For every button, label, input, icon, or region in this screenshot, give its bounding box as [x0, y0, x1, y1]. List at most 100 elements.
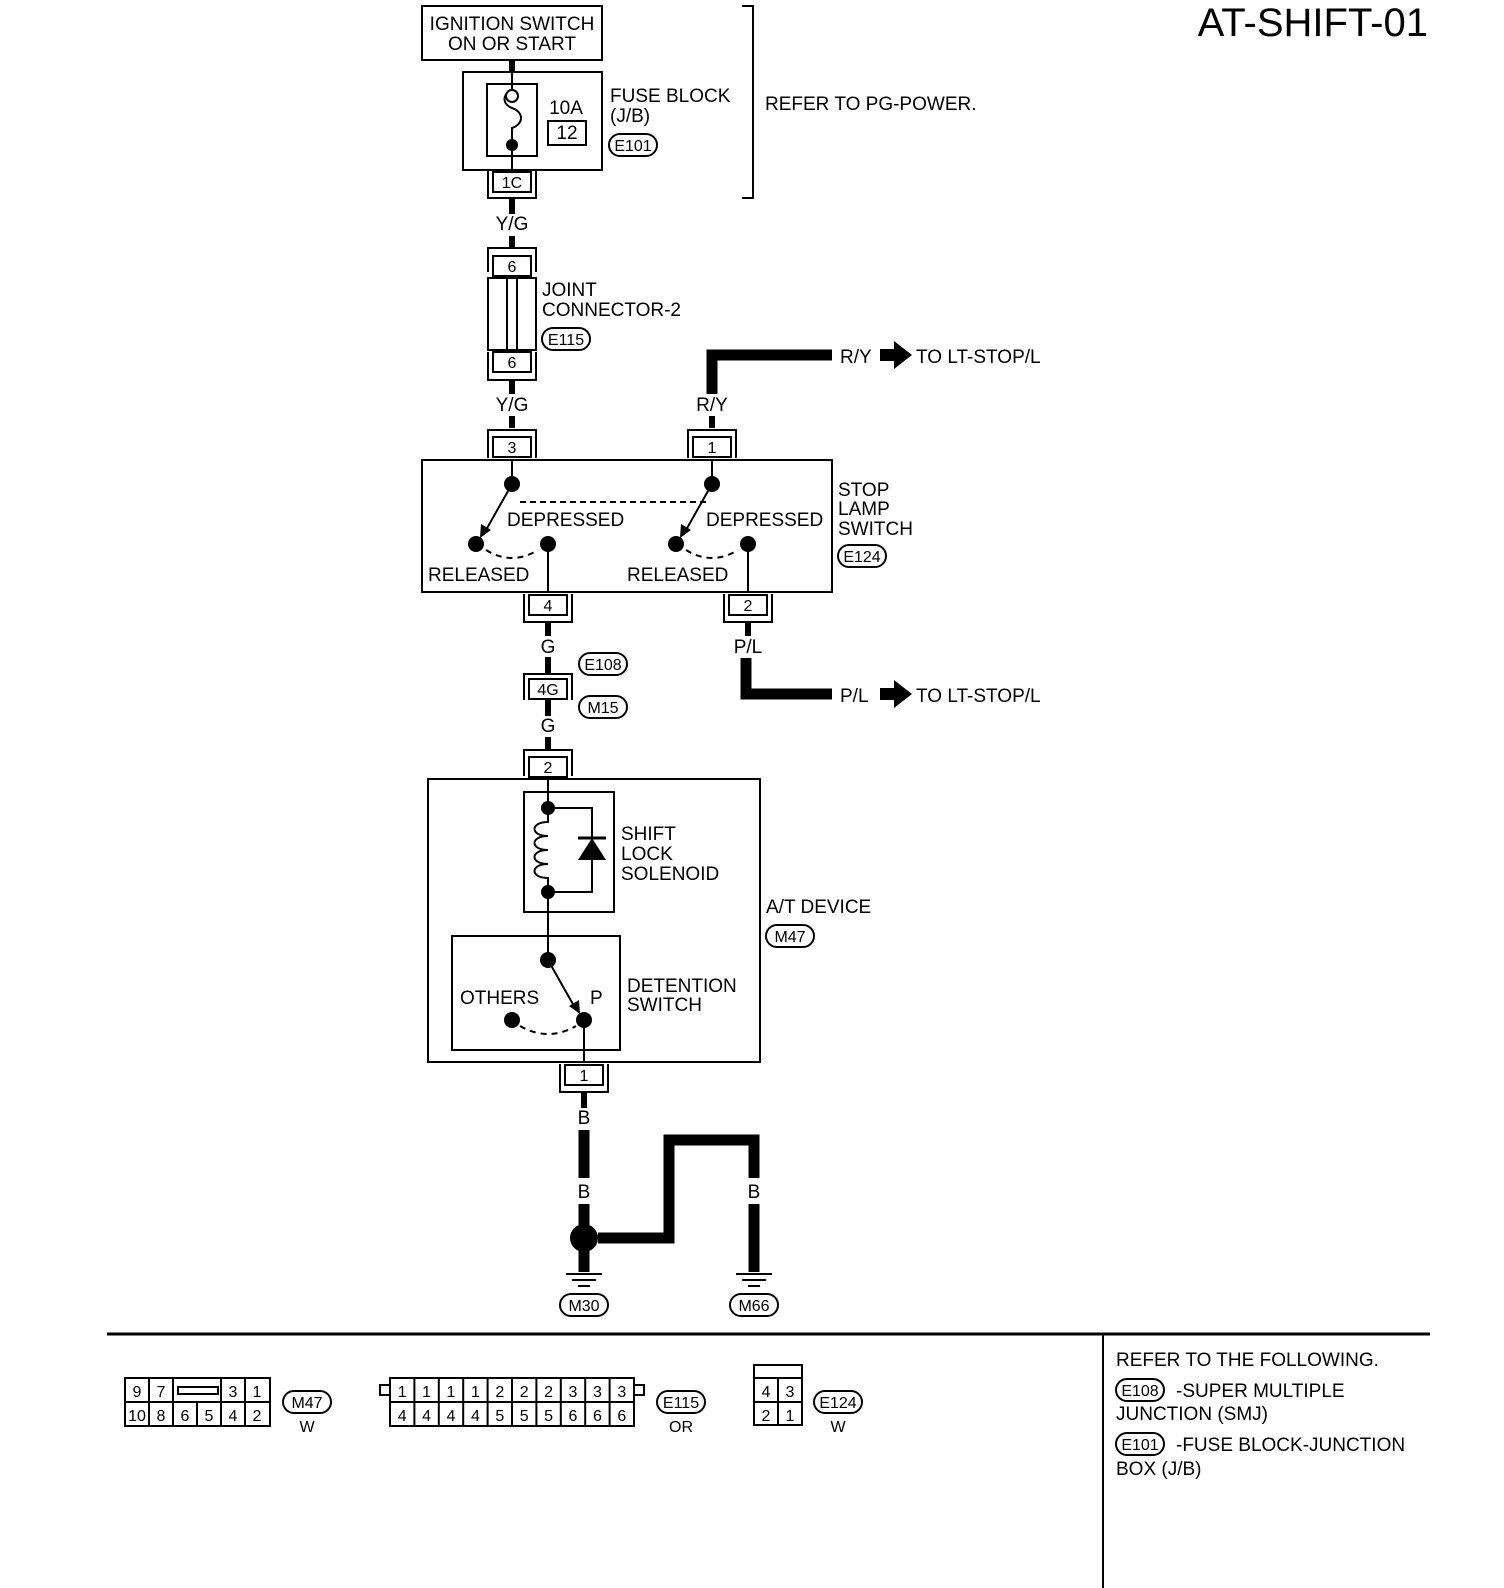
e115-color: OR [669, 1419, 693, 1436]
detention-p: P [590, 988, 603, 1009]
depressed-left: DEPRESSED [507, 510, 624, 531]
e124-top-2: 3 [786, 1384, 795, 1401]
e115-id: E115 [663, 1395, 699, 1412]
wire-pl-right: P/L [840, 686, 869, 707]
joint-pin-top: 6 [508, 259, 517, 276]
refer-bracket [742, 5, 754, 199]
depressed-right: DEPRESSED [706, 510, 823, 531]
e124-color: W [830, 1419, 846, 1436]
solenoid-line1: SHIFT [621, 824, 676, 845]
wire-ry-top: R/Y [840, 347, 872, 368]
connector-1c: 1C [487, 170, 537, 199]
e115-top-10: 3 [617, 1384, 626, 1401]
e124-bottom-2: 1 [786, 1408, 795, 1425]
e115-bottom-7: 5 [544, 1408, 553, 1425]
solenoid-line2: LOCK [621, 844, 673, 865]
to-stop-pl: TO LT-STOP/L [916, 686, 1041, 707]
e115-bottom-9: 6 [593, 1408, 602, 1425]
joint-conn: E115 [548, 332, 584, 349]
released-right: RELEASED [627, 565, 728, 586]
fuse-number: 12 [556, 123, 577, 144]
refer-e101-conn: E101 [1121, 1437, 1158, 1454]
at-device-label: A/T DEVICE [766, 897, 871, 918]
e115-top-7: 2 [544, 1384, 553, 1401]
ignition-line1: IGNITION SWITCH [430, 14, 595, 35]
junction-conn-bottom: M15 [587, 700, 618, 717]
m47-bottom-4: 5 [205, 1408, 214, 1425]
stop-switch-connector-3: 3 [487, 429, 537, 458]
m47-top-4: 1 [253, 1384, 262, 1401]
detention-line1: DETENTION [627, 976, 737, 997]
fuse-block-line1: FUSE BLOCK [610, 86, 731, 107]
wire-g-1: G [541, 637, 556, 658]
wire-b-4: B [748, 1182, 761, 1203]
wire-yg-1: Y/G [496, 214, 529, 235]
m47-top-2: 7 [157, 1384, 166, 1401]
refer-pg-power: REFER TO PG-POWER. [765, 94, 977, 115]
e115-bottom-5: 5 [495, 1408, 504, 1425]
junction-conn-top: E108 [584, 657, 621, 674]
refer-section: REFER TO THE FOLLOWING. E108 -SUPER MULT… [1115, 1350, 1405, 1480]
e115-top-9: 3 [593, 1384, 602, 1401]
e124-top-1: 4 [762, 1384, 771, 1401]
m47-bottom-5: 4 [229, 1408, 238, 1425]
e115-top-2: 1 [422, 1384, 431, 1401]
stop-switch-line3: SWITCH [838, 519, 913, 540]
fuse-block-line2: (J/B) [610, 106, 650, 127]
joint-line1: JOINT [542, 280, 597, 301]
at-pin-bottom: 1 [580, 1068, 589, 1085]
at-pin-top: 2 [544, 760, 553, 777]
fuse-amp: 10A [549, 98, 583, 119]
wire-pl-1: P/L [734, 637, 763, 658]
wire-b-3: B [663, 1182, 676, 1203]
stop-pin-3: 3 [508, 440, 517, 457]
m47-bottom-3: 6 [181, 1408, 190, 1425]
refer-title: REFER TO THE FOLLOWING. [1116, 1350, 1379, 1371]
stop-pin-1: 1 [708, 440, 717, 457]
ground-icon [736, 1273, 772, 1287]
stop-switch-conn: E124 [843, 549, 880, 566]
refer-e108-conn: E108 [1121, 1383, 1158, 1400]
stop-pin-4: 4 [544, 598, 553, 615]
solenoid-line3: SOLENOID [621, 864, 719, 885]
e115-bottom-4: 4 [471, 1408, 480, 1425]
m47-color: W [299, 1419, 315, 1436]
detention-switch [451, 935, 621, 1051]
junction-4g: 4G [523, 673, 573, 700]
ignition-line2: ON OR START [448, 34, 576, 55]
e115-bottom-10: 6 [617, 1408, 626, 1425]
junction-pin: 4G [537, 682, 558, 699]
to-stop-ry: TO LT-STOP/L [916, 347, 1041, 368]
joint-pin-bottom: 6 [508, 355, 517, 372]
e115-top-6: 2 [520, 1384, 529, 1401]
e115-bottom-1: 4 [398, 1408, 407, 1425]
arrow-right-icon [880, 680, 912, 708]
m47-bottom-1: 10 [128, 1408, 146, 1425]
pin-1c: 1C [502, 175, 522, 192]
refer-e108-line2: JUNCTION (SMJ) [1116, 1404, 1268, 1425]
ground-m30: M30 [568, 1298, 599, 1315]
detention-others: OTHERS [460, 988, 539, 1009]
diode-icon [578, 838, 606, 860]
joint-connector: 6 6 JOINT CONNECTOR-2 E115 [487, 247, 681, 381]
e115-top-4: 1 [471, 1384, 480, 1401]
e115-bottom-3: 4 [447, 1408, 456, 1425]
at-device-conn: M47 [774, 929, 805, 946]
page-code: AT-SHIFT-01 [1198, 1, 1428, 45]
refer-e108-line1: -SUPER MULTIPLE [1176, 1381, 1345, 1402]
e115-bottom-6: 5 [520, 1408, 529, 1425]
detention-line2: SWITCH [627, 995, 702, 1016]
wire-b-2: B [578, 1182, 591, 1203]
e124-bottom-1: 2 [762, 1408, 771, 1425]
stop-pin-2: 2 [744, 598, 753, 615]
wire-b-1: B [578, 1108, 591, 1129]
e115-bottom-8: 6 [569, 1408, 578, 1425]
refer-e101-line2: BOX (J/B) [1116, 1459, 1202, 1480]
m47-top-3: 3 [229, 1384, 238, 1401]
m47-bottom-6: 2 [253, 1408, 262, 1425]
at-device: OTHERS P [427, 778, 761, 1063]
fuse-block-conn: E101 [614, 138, 651, 155]
